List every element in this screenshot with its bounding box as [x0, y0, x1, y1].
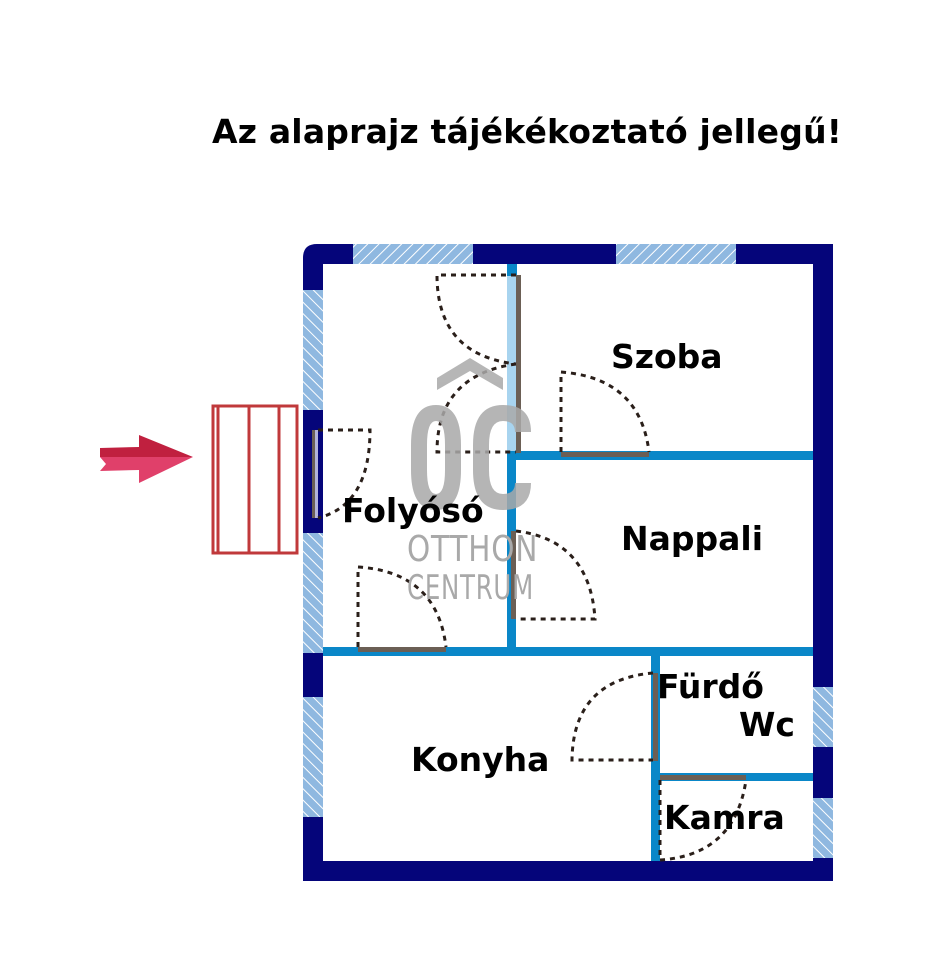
entrance-arrow-icon — [100, 435, 193, 483]
room-label-konyha: Konyha — [411, 740, 550, 779]
outer-walls — [303, 244, 833, 881]
room-label-furdo: Fürdő — [657, 667, 764, 706]
watermark-line2: CENTRUM — [407, 568, 534, 608]
room-label-kamra: Kamra — [664, 798, 785, 837]
page-title: Az alaprajz tájékékoztató jellegű! — [212, 112, 843, 151]
room-label-szoba: Szoba — [611, 337, 723, 376]
inner-walls — [323, 264, 813, 861]
room-label-nappali: Nappali — [621, 519, 764, 558]
doors — [312, 273, 748, 862]
windows — [303, 244, 833, 858]
watermark-line1: OTTHON — [407, 529, 539, 570]
room-label-wc: Wc — [739, 705, 795, 744]
room-label-folyoso: Folyósó — [342, 491, 484, 530]
stairs-icon — [211, 404, 299, 555]
watermark-logo-icon — [411, 358, 531, 510]
